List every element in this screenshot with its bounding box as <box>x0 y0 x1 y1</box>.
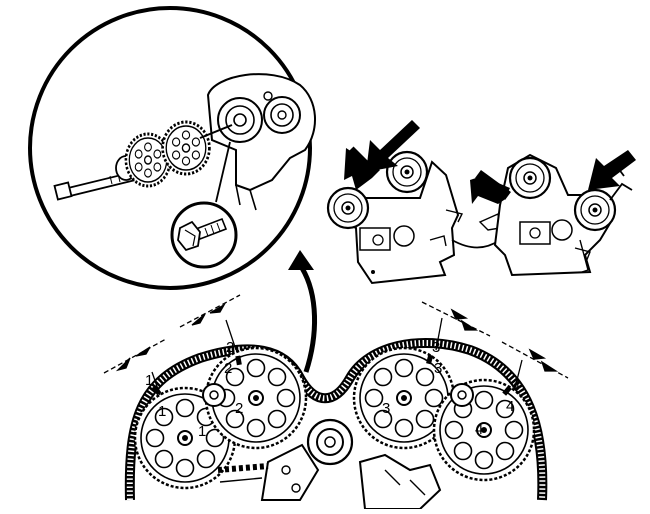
sprocket-number-3: 3 <box>382 400 390 417</box>
sprocket-number-1: 1 <box>198 423 206 440</box>
callout-number-1: 1 <box>145 372 153 389</box>
curved-arrow <box>288 250 318 373</box>
callout-number-3: 3 <box>432 339 440 356</box>
small-bolt-head <box>177 220 201 252</box>
camshaft-gear-large <box>161 120 211 176</box>
connecting-tube <box>451 239 501 249</box>
number-labels: 1 2 3 4 1 2 3 4 1 2 3 4 <box>145 339 520 440</box>
detail-circle <box>28 6 317 290</box>
callout-number-4: 4 <box>512 377 520 394</box>
callout-number-2: 2 <box>226 339 234 356</box>
belt-assembly <box>124 338 548 510</box>
cylinder-heads <box>326 120 636 285</box>
arrow-right-head-upper <box>588 150 636 190</box>
belt-number-1: 1 <box>158 403 166 420</box>
indicator-arrows <box>344 120 636 204</box>
arrow-right-head-lower <box>470 176 510 204</box>
measurement-lines <box>103 294 569 396</box>
belt-number-3: 3 <box>434 360 442 377</box>
camshaft-sprocket-4 <box>432 378 536 482</box>
drive-chain <box>217 463 269 473</box>
lower-housing <box>358 453 442 510</box>
left-cylinder-head <box>330 160 460 285</box>
belt-number-4: 4 <box>506 398 514 415</box>
belt-number-2: 2 <box>224 360 232 377</box>
arrow-left-head-upper <box>366 120 420 172</box>
sprocket-number-4: 4 <box>475 421 483 438</box>
sprocket-number-2: 2 <box>235 400 243 417</box>
tensioner-bracket <box>260 443 320 501</box>
